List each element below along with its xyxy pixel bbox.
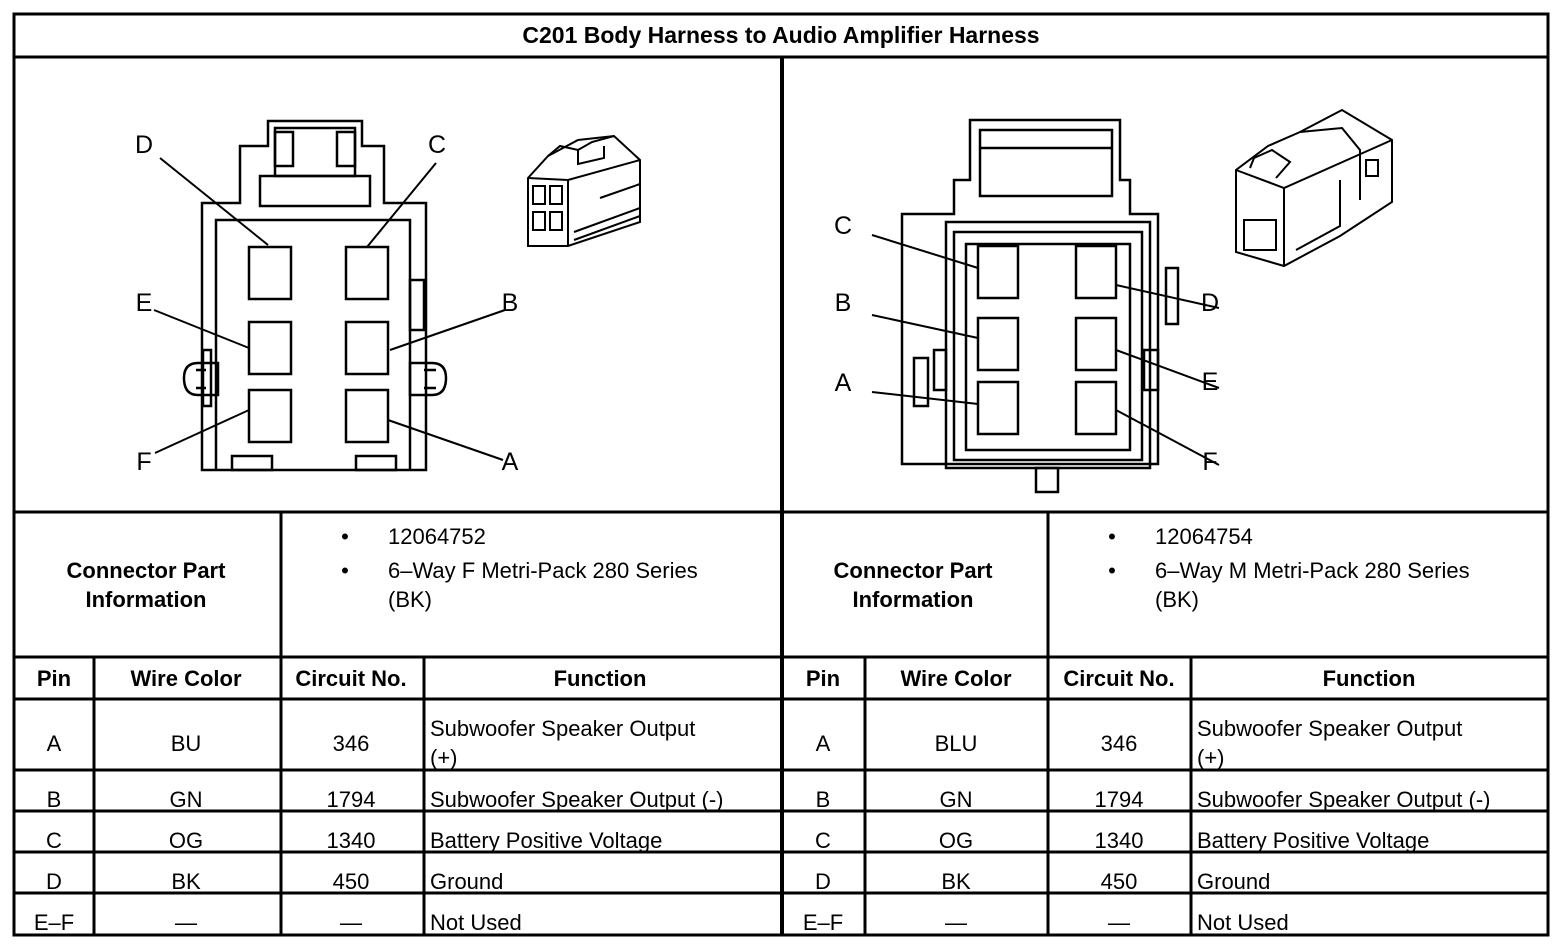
female-pin-label-b: B <box>502 289 519 317</box>
male-part-info-label: Information <box>853 587 974 612</box>
male-cell-function: (+) <box>1197 745 1225 770</box>
male-connector-3d-thumbnail <box>1235 108 1393 268</box>
male-part-line: 6–Way M Metri-Pack 280 Series <box>1155 558 1470 583</box>
male-part-info-label: Connector Part <box>834 558 994 583</box>
female-connector-3d-thumbnail <box>527 134 641 247</box>
female-part-bullet: • <box>341 558 349 583</box>
male-cell-pin: E–F <box>803 910 843 935</box>
female-cell-wire-color: GN <box>170 787 203 812</box>
male-cell-circuit-no: 450 <box>1101 869 1138 894</box>
male-header-wire-color: Wire Color <box>900 666 1011 691</box>
female-cell-function: Battery Positive Voltage <box>430 828 662 853</box>
female-header-function: Function <box>554 666 647 691</box>
female-connector-leader-lines <box>153 157 506 461</box>
grid-lines <box>12 12 1550 937</box>
female-header-pin: Pin <box>37 666 71 691</box>
female-pin-label-f: F <box>136 448 151 476</box>
female-cell-pin: E–F <box>34 910 74 935</box>
male-cell-function: Battery Positive Voltage <box>1197 828 1429 853</box>
male-part-bullet: • <box>1108 558 1116 583</box>
male-pin-label-d: D <box>1201 289 1219 317</box>
male-cell-function: Subwoofer Speaker Output (-) <box>1197 787 1490 812</box>
male-cell-function: Ground <box>1197 869 1270 894</box>
female-header-circuit-no: Circuit No. <box>295 666 406 691</box>
female-part-line: 12064752 <box>388 524 486 549</box>
female-pin-label-d: D <box>135 131 153 159</box>
male-pin-label-b: B <box>835 289 852 317</box>
male-pin-label-e: E <box>1202 368 1219 396</box>
male-cell-circuit-no: — <box>1108 910 1130 935</box>
female-cell-function: Subwoofer Speaker Output <box>430 716 695 741</box>
female-cell-function: Ground <box>430 869 503 894</box>
male-cell-wire-color: GN <box>940 787 973 812</box>
female-cell-wire-color: BK <box>171 869 201 894</box>
male-cell-function: Subwoofer Speaker Output <box>1197 716 1462 741</box>
female-cell-circuit-no: 450 <box>333 869 370 894</box>
female-pin-label-c: C <box>428 131 446 159</box>
female-cell-function: Subwoofer Speaker Output (-) <box>430 787 723 812</box>
female-part-line: (BK) <box>388 587 432 612</box>
male-cell-circuit-no: 1794 <box>1095 787 1144 812</box>
male-part-line: (BK) <box>1155 587 1199 612</box>
male-cell-pin: D <box>815 869 831 894</box>
female-cell-pin: B <box>47 787 62 812</box>
male-pin-label-f: F <box>1202 448 1217 476</box>
sheet-title: C201 Body Harness to Audio Amplifier Har… <box>522 22 1039 48</box>
female-cell-wire-color: OG <box>169 828 203 853</box>
female-part-info-label: Connector Part <box>67 558 227 583</box>
female-part-info-label: Information <box>86 587 207 612</box>
male-cell-wire-color: — <box>945 910 967 935</box>
female-cell-circuit-no: 1340 <box>327 828 376 853</box>
female-cell-circuit-no: 346 <box>333 731 370 756</box>
male-pin-label-c: C <box>834 212 852 240</box>
male-part-line: 12064754 <box>1155 524 1253 549</box>
male-cell-circuit-no: 1340 <box>1095 828 1144 853</box>
male-cell-function: Not Used <box>1197 910 1289 935</box>
male-header-function: Function <box>1323 666 1416 691</box>
female-pin-label-a: A <box>502 448 519 476</box>
male-part-bullet: • <box>1108 524 1116 549</box>
female-header-wire-color: Wire Color <box>130 666 241 691</box>
female-cell-circuit-no: 1794 <box>327 787 376 812</box>
female-cell-pin: D <box>46 869 62 894</box>
male-connector-leader-lines <box>871 234 1220 466</box>
female-cell-pin: A <box>47 731 62 756</box>
female-cell-pin: C <box>46 828 62 853</box>
female-cell-wire-color: BU <box>171 731 202 756</box>
female-cell-function: Not Used <box>430 910 522 935</box>
male-pin-label-a: A <box>835 369 852 397</box>
male-cell-circuit-no: 346 <box>1101 731 1138 756</box>
female-connector-face-drawing <box>182 119 448 472</box>
male-connector-face-drawing <box>900 118 1180 494</box>
male-cell-wire-color: BLU <box>935 731 978 756</box>
male-cell-wire-color: OG <box>939 828 973 853</box>
female-part-line: 6–Way F Metri-Pack 280 Series <box>388 558 698 583</box>
female-part-bullet: • <box>341 524 349 549</box>
male-cell-wire-color: BK <box>941 869 971 894</box>
female-cell-wire-color: — <box>175 910 197 935</box>
female-pin-label-e: E <box>136 289 153 317</box>
male-cell-pin: C <box>815 828 831 853</box>
female-cell-circuit-no: — <box>340 910 362 935</box>
male-cell-pin: B <box>816 787 831 812</box>
male-header-pin: Pin <box>806 666 840 691</box>
male-cell-pin: A <box>816 731 831 756</box>
male-header-circuit-no: Circuit No. <box>1063 666 1174 691</box>
female-cell-function: (+) <box>430 745 458 770</box>
